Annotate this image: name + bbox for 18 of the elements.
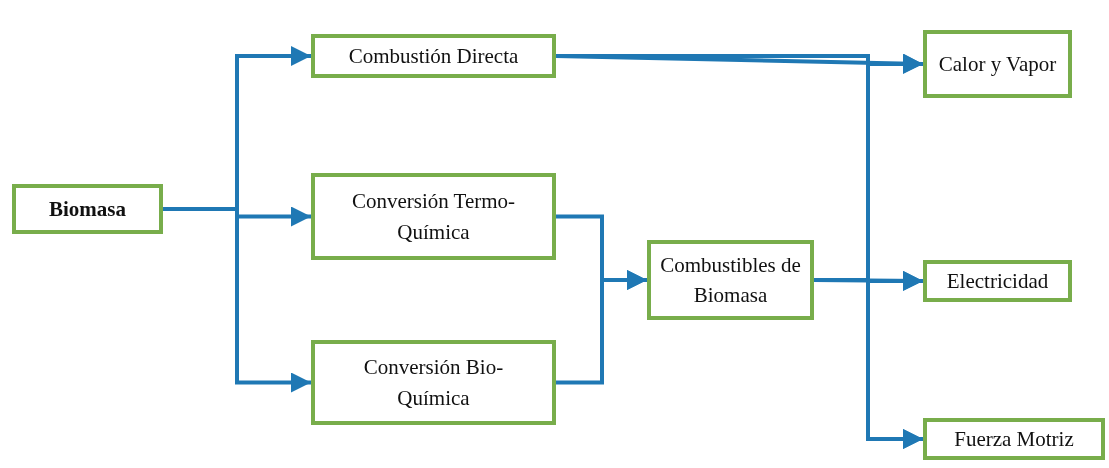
process-box	[647, 240, 814, 320]
process-box	[923, 30, 1072, 98]
arrow	[556, 270, 647, 385]
process-box	[923, 260, 1072, 302]
node-label: Biomasa	[49, 195, 126, 223]
node-label: Calor y Vapor	[938, 50, 1057, 78]
node-label: Combustibles de Biomasa	[659, 251, 802, 309]
process-box	[311, 340, 556, 425]
arrow	[163, 207, 311, 393]
node-label: Conversión Bio-Química	[362, 354, 505, 412]
node-label: Combustión Directa	[348, 42, 519, 70]
process-box	[12, 184, 163, 234]
node-label: Conversión Termo-Química	[350, 188, 517, 246]
node-label: Electricidad	[946, 267, 1049, 295]
process-box	[311, 173, 556, 260]
process-box	[311, 34, 556, 78]
process-box	[923, 418, 1105, 460]
node-label: Fuerza Motriz	[954, 425, 1074, 453]
